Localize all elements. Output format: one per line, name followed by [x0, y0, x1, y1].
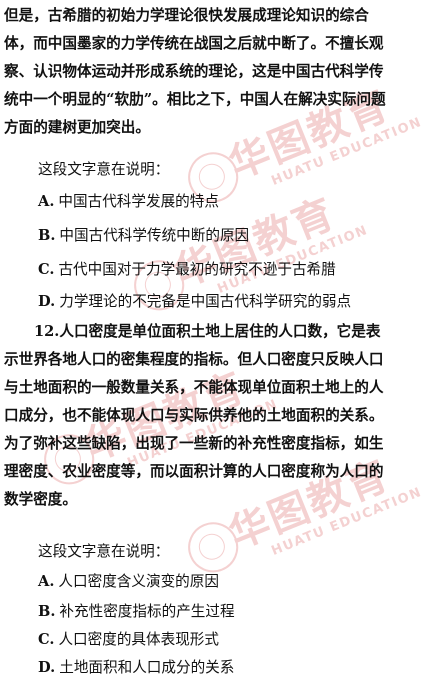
passage-line: 理密度、农业密度等，而以面积计算的人口密度称为人口的	[4, 463, 384, 480]
passage-line: 体，而中国墨家的力学传统在战国之后就中断了。不擅长观	[4, 35, 384, 52]
answer-option-d[interactable]: D.力学理论的不完备是中国古代科学研究的弱点	[38, 292, 424, 312]
option-letter: A.	[38, 193, 55, 210]
passage-line: 统中一个明显的“软肋”。相比之下，中国人在解决实际问题	[4, 91, 386, 108]
passage-line: 口成分，也不能体现人口与实际供养他的土地面积的关系。	[4, 407, 384, 424]
answer-option-c[interactable]: C.人口密度的具体表现形式	[38, 630, 424, 650]
passage-line: 察、认识物体运动并形成系统的理论，这是中国古代科学传	[4, 63, 384, 80]
answer-option-d[interactable]: D.土地面积和人口成分的关系	[38, 658, 424, 678]
passage-line: 方面的建树更加突出。	[4, 119, 150, 136]
passage-line: 示世界各地人口的密集程度的指标。但人口密度只反映人口	[4, 351, 384, 368]
passage-line: 数学密度。	[4, 491, 77, 508]
answer-option-b[interactable]: B.中国古代科学传统中断的原因	[38, 226, 424, 246]
option-letter: A.	[38, 573, 55, 590]
option-text: 中国古代科学发展的特点	[58, 193, 219, 210]
passage-line: 与土地面积的一般数量关系，不能体现单位面积土地上的人	[4, 379, 384, 396]
answer-option-c[interactable]: C.古代中国对于力学最初的研究不逊于古希腊	[38, 260, 424, 280]
option-letter: C.	[38, 631, 55, 648]
option-letter: D.	[38, 659, 56, 676]
question-prompt: 这段文字意在说明：	[38, 161, 170, 178]
option-text: 古代中国对于力学最初的研究不逊于古希腊	[58, 261, 336, 278]
passage-line: 12.人口密度是单位面积土地上居住的人口数，它是表	[34, 322, 424, 342]
passage-line: 但是，古希腊的初始力学理论很快发展成理论知识的综合	[4, 7, 369, 24]
option-letter: B.	[38, 603, 56, 620]
question-prompt: 这段文字意在说明：	[38, 543, 170, 560]
answer-option-a[interactable]: A.中国古代科学发展的特点	[38, 192, 424, 212]
option-text: 人口密度的具体表现形式	[58, 631, 219, 648]
option-letter: D.	[38, 293, 56, 310]
option-text: 土地面积和人口成分的关系	[59, 659, 235, 676]
option-text: 力学理论的不完备是中国古代科学研究的弱点	[59, 293, 352, 310]
option-text: 人口密度含义演变的原因	[58, 573, 219, 590]
passage-line: 为了弥补这些缺陷，出现了一些新的补充性密度指标，如生	[4, 435, 384, 452]
option-text: 中国古代科学传统中断的原因	[59, 227, 250, 244]
option-letter: C.	[38, 261, 55, 278]
answer-option-b[interactable]: B.补充性密度指标的产生过程	[38, 602, 424, 622]
answer-option-a[interactable]: A.人口密度含义演变的原因	[38, 572, 424, 592]
question-number: 12.	[34, 323, 60, 340]
passage-first-line: 人口密度是单位面积土地上居住的人口数，它是表	[59, 323, 381, 340]
option-text: 补充性密度指标的产生过程	[59, 603, 235, 620]
option-letter: B.	[38, 227, 56, 244]
